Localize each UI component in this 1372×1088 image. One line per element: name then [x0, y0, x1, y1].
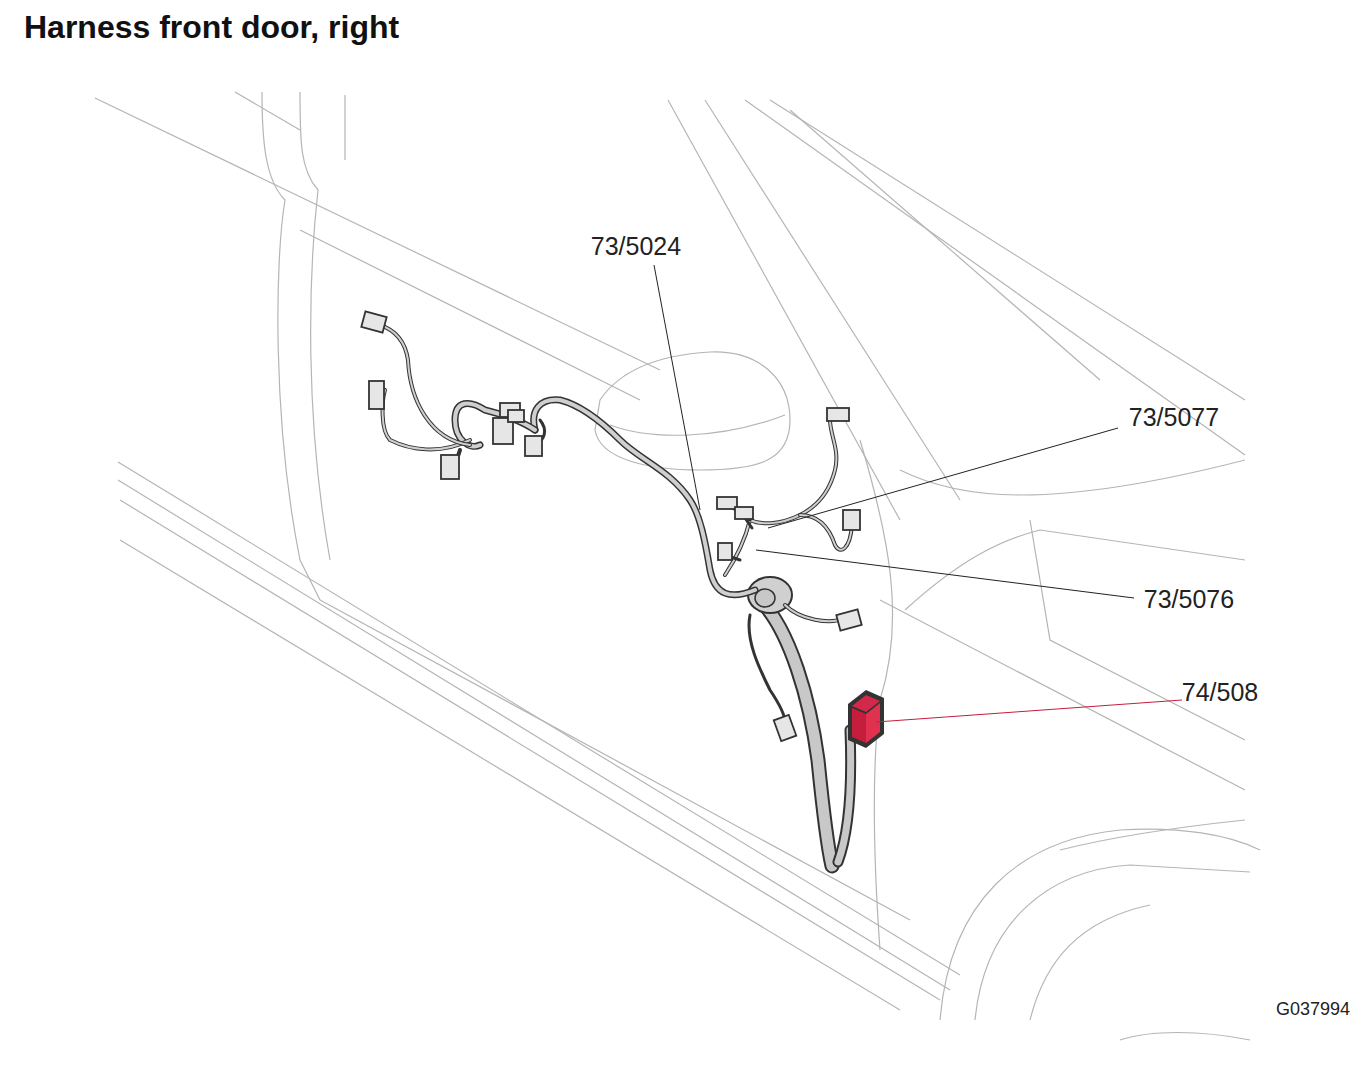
highlighted-connector: [848, 690, 884, 748]
callout-number: 73/5077: [1129, 404, 1219, 432]
car-body-outline: [95, 92, 1260, 1040]
wire-harness: [380, 325, 852, 866]
figure-number: G037994: [1276, 1000, 1350, 1020]
callout-number: 74/508: [1182, 679, 1258, 707]
leader-lines: [654, 265, 1182, 722]
callout-number: 73/5076: [1144, 586, 1234, 614]
diagram-title: Harness front door, right: [24, 10, 399, 45]
callout-number: 73/5024: [591, 233, 681, 261]
harness-connectors: [361, 311, 861, 741]
